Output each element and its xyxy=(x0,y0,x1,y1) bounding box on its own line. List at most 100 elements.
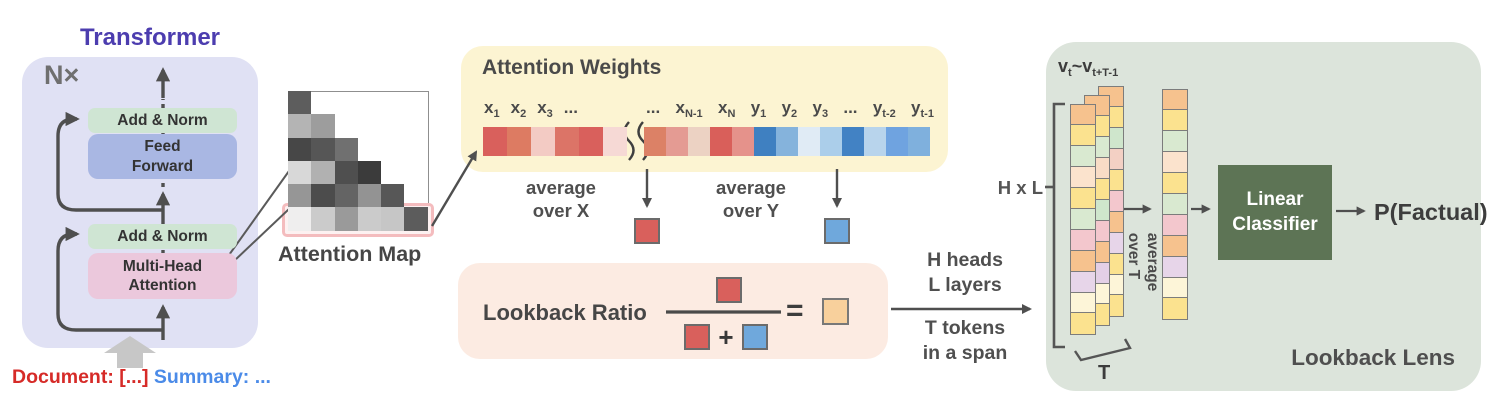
output-probability-label: P(Factual) xyxy=(1374,199,1488,225)
cell xyxy=(1162,297,1188,320)
map-cell xyxy=(288,114,312,138)
lookback-ratio-label: Lookback Ratio xyxy=(483,300,647,325)
lookback-ratio-result-square xyxy=(822,298,849,325)
plus-sign: + xyxy=(718,322,734,352)
cell xyxy=(1070,270,1096,294)
average-over-x-label: average over X xyxy=(526,177,596,222)
transformer-panel xyxy=(22,57,258,348)
map-row xyxy=(288,137,428,161)
cell xyxy=(1070,145,1096,168)
averaged-feature-vector xyxy=(1162,88,1188,320)
token-label: x1 xyxy=(484,98,500,120)
map-cell xyxy=(288,160,312,185)
ratio-numerator-square xyxy=(716,277,742,303)
multi-head-attention-block: Multi-Head Attention xyxy=(88,253,237,299)
cell xyxy=(579,127,603,156)
attention-map xyxy=(288,91,428,231)
cell xyxy=(1070,103,1096,126)
cell xyxy=(1070,207,1096,231)
cell xyxy=(1162,109,1188,132)
token-label: ... xyxy=(843,98,858,117)
linear-classifier-box: Linear Classifier xyxy=(1218,165,1332,260)
cell xyxy=(1070,228,1096,252)
attention-map-label: Attention Map xyxy=(278,242,422,266)
input-document-text: Document: [...] xyxy=(12,366,154,388)
cell xyxy=(798,127,820,156)
cell xyxy=(483,127,507,156)
cell xyxy=(1162,234,1188,258)
token-label: vt+T-1 xyxy=(1082,56,1119,79)
cell xyxy=(886,127,908,156)
token-label: vt xyxy=(1058,56,1072,79)
map-cell xyxy=(288,207,312,231)
map-cell xyxy=(288,184,312,208)
token-label: ... xyxy=(646,98,661,117)
map-row xyxy=(288,91,428,115)
cell xyxy=(507,127,531,156)
cell xyxy=(776,127,798,156)
map-row xyxy=(288,160,428,185)
token-label: y2 xyxy=(781,98,798,120)
map-cell xyxy=(311,184,335,208)
cell xyxy=(1070,187,1096,210)
cell xyxy=(754,127,776,156)
cell xyxy=(531,127,555,156)
cell xyxy=(1070,166,1096,189)
map-cell xyxy=(334,207,358,231)
cell xyxy=(644,127,666,156)
feature-vector-range-label: vt~vt+T-1 xyxy=(1058,56,1119,79)
average-over-t-label: average over T xyxy=(1125,232,1162,292)
cell xyxy=(710,127,732,156)
token-label: xN xyxy=(717,98,736,120)
map-cell xyxy=(381,207,405,231)
cell xyxy=(864,127,886,156)
map-cell xyxy=(311,207,335,231)
map-cell xyxy=(357,184,382,208)
cell xyxy=(908,127,930,156)
token-label: y1 xyxy=(750,98,767,120)
cell xyxy=(688,127,710,156)
transformer-title: Transformer xyxy=(79,24,221,51)
new-token-attention-cells xyxy=(644,127,930,156)
ratio-denominator-blue-square xyxy=(742,324,768,350)
cell xyxy=(732,127,754,156)
map-cell xyxy=(311,114,335,138)
attention-weights-title: Attention Weights xyxy=(482,56,662,79)
token-label: y3 xyxy=(812,98,829,120)
map-cell xyxy=(381,184,405,208)
layer-repeat-label: N× xyxy=(44,60,80,90)
cell xyxy=(1162,151,1188,174)
average-over-y-label: average over Y xyxy=(716,177,786,222)
input-text: Document: [...] Summary: ... xyxy=(12,366,271,389)
cell xyxy=(1162,255,1188,279)
map-cell xyxy=(311,160,335,185)
cell xyxy=(1162,172,1188,195)
cell xyxy=(1162,88,1188,111)
tokens-span-label: T tokens in a span xyxy=(922,317,1008,365)
input-summary-text: Summary: ... xyxy=(153,366,271,388)
cell xyxy=(1070,249,1096,273)
map-cell xyxy=(357,207,382,231)
cell xyxy=(820,127,842,156)
cell xyxy=(1162,213,1188,237)
add-norm-bottom-block: Add & Norm xyxy=(88,224,237,249)
cell xyxy=(1070,291,1096,314)
map-cell xyxy=(288,137,312,161)
ratio-denominator-red-square xyxy=(684,324,710,350)
avg-new-token-attention-square xyxy=(824,218,850,244)
map-cell xyxy=(288,91,312,115)
map-cell xyxy=(311,137,335,161)
token-label: yt-1 xyxy=(911,98,934,120)
map-row xyxy=(288,184,428,208)
token-label: ~ xyxy=(1071,56,1083,76)
cell xyxy=(1070,312,1096,335)
context-attention-cells xyxy=(483,127,627,156)
cell xyxy=(555,127,579,156)
token-label: xN-1 xyxy=(675,98,703,120)
heads-layers-label: H heads L layers xyxy=(927,249,1003,297)
feature-vector-front xyxy=(1070,103,1096,335)
token-label: x3 xyxy=(537,98,553,120)
map-cell xyxy=(334,160,358,185)
